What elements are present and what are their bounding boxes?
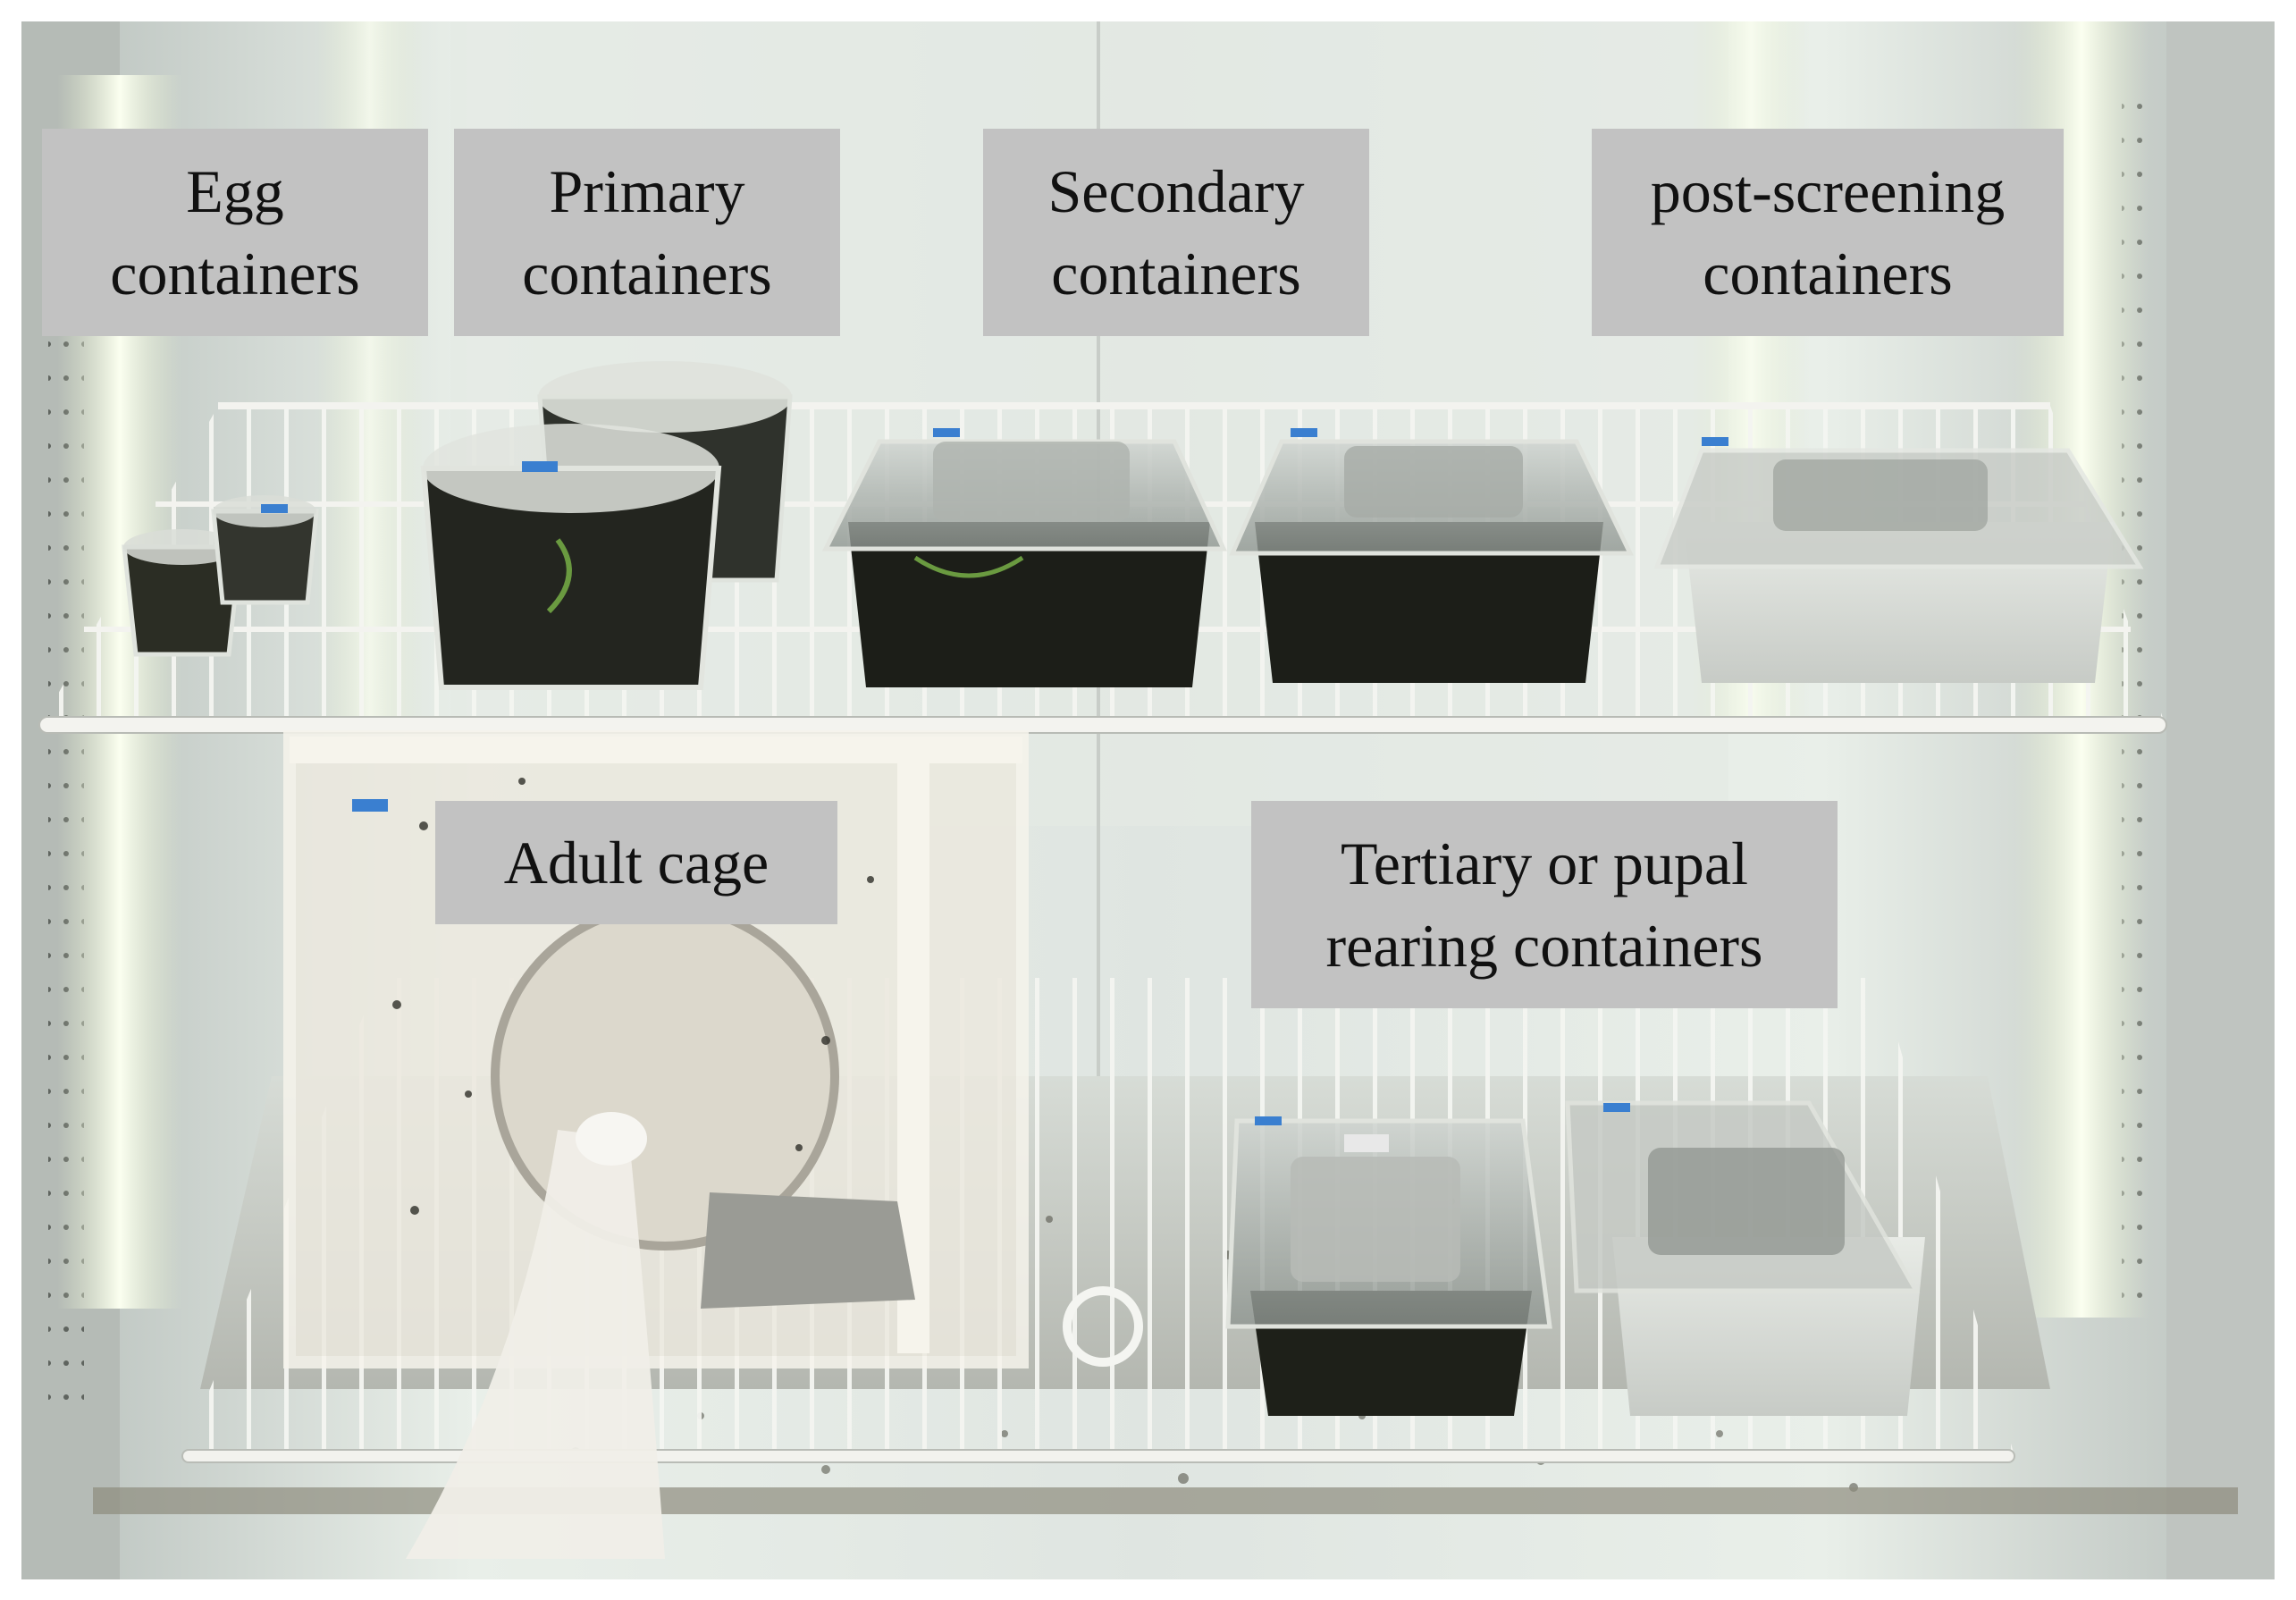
label-tertiary-line1: Tertiary or pupal	[1341, 829, 1748, 897]
label-adult-cage: Adult cage	[435, 801, 837, 924]
label-post-screening-containers: post-screening containers	[1592, 129, 2064, 336]
label-egg-line1: Egg	[186, 157, 284, 225]
label-post-screening-line1: post-screening	[1650, 157, 2006, 225]
tertiary-containers	[1225, 1100, 1925, 1416]
label-adult-cage-line1: Adult cage	[503, 829, 770, 897]
right-side-wall	[2166, 21, 2275, 1579]
photo-incubator: Egg containers Primary containers Second…	[21, 21, 2275, 1579]
label-primary-line2: containers	[522, 240, 772, 307]
label-egg-line2: containers	[110, 240, 360, 307]
label-tertiary-line2: rearing containers	[1325, 912, 1763, 980]
label-tertiary-containers: Tertiary or pupal rearing containers	[1251, 801, 1838, 1008]
secondary-containers	[821, 428, 1634, 687]
label-primary-containers: Primary containers	[454, 129, 840, 336]
label-secondary-line2: containers	[1051, 240, 1301, 307]
label-egg-containers: Egg containers	[42, 129, 428, 336]
label-secondary-containers: Secondary containers	[983, 129, 1369, 336]
egg-containers	[122, 495, 319, 657]
label-primary-line1: Primary	[549, 157, 745, 225]
label-post-screening-line2: containers	[1703, 240, 1953, 307]
label-secondary-line1: Secondary	[1047, 157, 1305, 225]
post-screening-container	[1653, 437, 2144, 683]
primary-containers	[420, 361, 793, 690]
